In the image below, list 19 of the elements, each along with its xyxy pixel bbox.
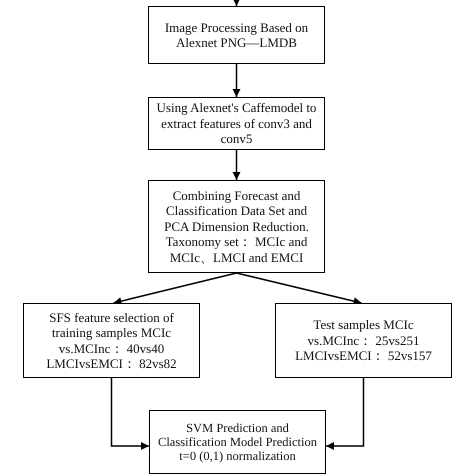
arrow (110, 378, 149, 450)
box-text: SFS feature selection of training samples MCIc vs.MCInc： 40vs40 LMCIvsEMCI： 82vs82 (45, 310, 178, 372)
arrow (236, 272, 362, 306)
process-box (275, 303, 452, 378)
arrow (113, 272, 237, 305)
arrow (232, 150, 240, 180)
process-box (23, 303, 200, 378)
box-text: Using Alexnet's Caffemodel to extract features of conv3 and conv5 (156, 100, 318, 147)
arrow (232, 64, 240, 97)
box-text: Test samples MCIc vs.MCInc： 25vs251 LMCIvsEMCI： 52vs157 (294, 317, 433, 364)
process-box (149, 410, 326, 474)
box-text: SVM Prediction and Classification Model Prediction t=0 (0,1) normalization (156, 421, 318, 463)
box-text: Combining Forecast and Classification Data Set and PCA Dimension Reduction. Taxonomy set： MCIc and MCIc、LMCI and EMCI (163, 188, 310, 266)
process-box (148, 6, 325, 64)
arrow (326, 378, 364, 450)
arrow (232, 0, 240, 6)
process-box (148, 180, 325, 273)
box-text: Image Processing Based on Alexnet PNG—LMDB (164, 20, 310, 50)
process-box (148, 97, 325, 150)
